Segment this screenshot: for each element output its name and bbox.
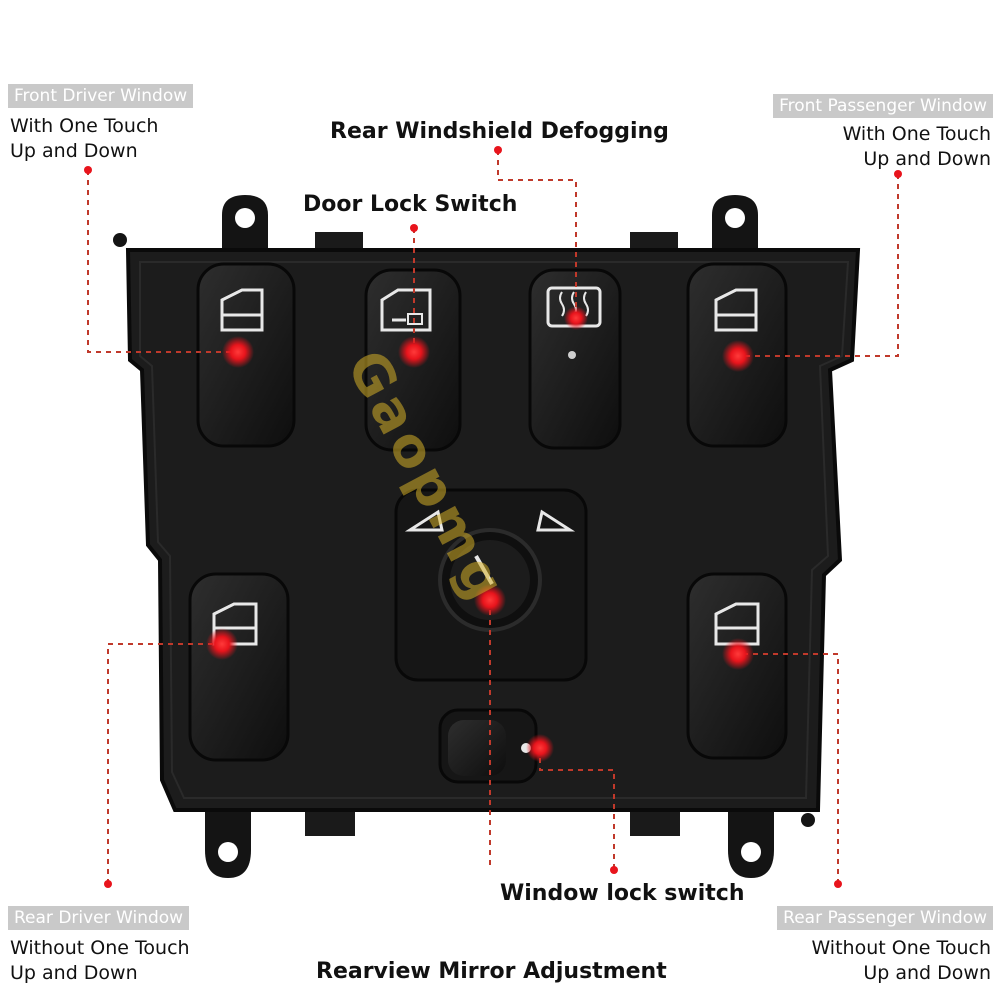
front-passenger-window-desc-1: With One Touch	[842, 123, 991, 145]
mirror-adjustment-label: Rearview Mirror Adjustment	[316, 959, 667, 984]
red-markers	[84, 146, 902, 888]
rear-defog-label: Rear Windshield Defogging	[330, 119, 669, 144]
front-driver-window-desc-2: Up and Down	[10, 140, 138, 162]
rear-driver-window-tag: Rear Driver Window	[8, 906, 190, 930]
rear-driver-window-desc-2: Up and Down	[10, 962, 138, 984]
door-lock-icon	[380, 288, 432, 332]
rear-passenger-window-desc-2: Up and Down	[863, 962, 991, 984]
rear-defog-switch	[528, 268, 622, 450]
front-driver-window-desc-1: With One Touch	[10, 115, 159, 137]
window-up-icon	[220, 288, 264, 332]
front-driver-window-tag: Front Driver Window	[8, 84, 194, 108]
front-passenger-window-tag: Front Passenger Window	[773, 94, 993, 118]
rear-driver-window-switch	[188, 572, 290, 762]
mirror-icon	[404, 509, 444, 532]
rear-driver-window-desc-1: Without One Touch	[10, 937, 190, 959]
mounting-tabs	[113, 195, 815, 878]
window-lock-switch	[438, 708, 538, 784]
window-lock-label: Window lock switch	[500, 881, 745, 906]
front-passenger-window-desc-2: Up and Down	[863, 148, 991, 170]
rear-passenger-window-desc-1: Without One Touch	[811, 937, 991, 959]
rear-passenger-window-tag: Rear Passenger Window	[777, 906, 993, 930]
door-lock-label: Door Lock Switch	[303, 192, 518, 217]
